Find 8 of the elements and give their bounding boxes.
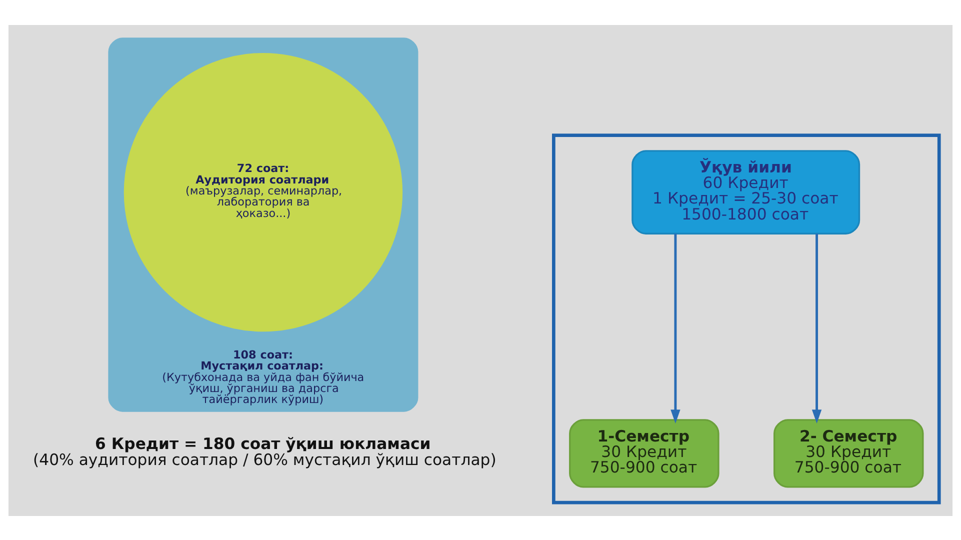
node-label: 6 Кредит = 180 соат ўқиш юкламаси: [95, 434, 431, 453]
arrow: [670, 233, 680, 423]
cluster: [552, 133, 941, 504]
node-box: 1-Семестр 30 Кредит 750-900 соат: [569, 418, 720, 488]
node-box: Ўқув йили 60 Кредит 1 Кредит = 25-30 соат 1500-1800 соат: [632, 150, 860, 234]
node-box: 2- Семестр 30 Кредит 750-900 соат: [773, 418, 924, 488]
node-circle: 72 соат: Аудитория соатлари (маърузалар, семинарлар, лаборатория ва ҳоказо...): [124, 52, 403, 332]
arrow: [812, 233, 822, 423]
